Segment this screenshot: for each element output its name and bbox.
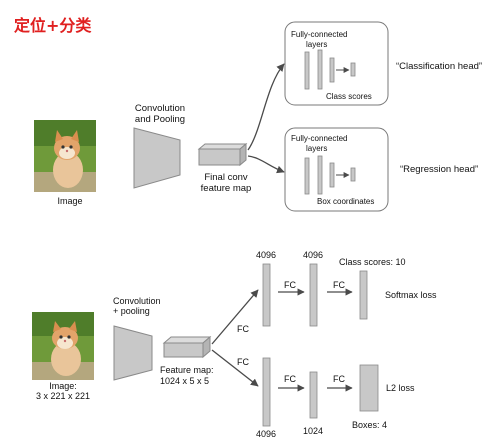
conv-trapezoid-bottom [113, 325, 153, 381]
fc-lower-layer-1 [262, 357, 271, 427]
upper-size-2: 4096 [302, 250, 324, 260]
class-box-header-1: Fully-connected [291, 30, 348, 39]
classification-head-box [284, 21, 389, 106]
feature-label-bottom-2: 1024 x 5 x 5 [160, 376, 210, 386]
feature-label-top-1: Final conv [204, 172, 248, 183]
fc-label-upper-2: FC [333, 280, 345, 290]
reg-box-header-1: Fully-connected [291, 134, 348, 143]
l2-loss-label: L2 loss [386, 383, 415, 393]
class-fc-layers [304, 49, 356, 90]
fc-label-lower-branch: FC [237, 357, 249, 367]
fc-upper-layer-2 [309, 263, 318, 327]
feature-map-block-bottom [162, 335, 212, 359]
feature-label-top-2: feature map [200, 183, 252, 194]
reg-box-header-2: layers [306, 144, 328, 153]
boxes-label: Boxes: 4 [352, 420, 388, 430]
conv-label-bottom-1: Convolution [113, 296, 161, 306]
feature-label-bottom-1: Feature map: [160, 365, 214, 375]
arrow-fc-upper [211, 289, 259, 345]
fc-upper-layer-1 [262, 263, 271, 327]
arrow-to-class-head [247, 63, 285, 151]
conv-label-top-2: and Pooling [134, 114, 186, 125]
regression-head-box [284, 127, 389, 212]
fc-lower-boxes [359, 364, 379, 412]
reg-fc-layers [304, 155, 356, 195]
feature-map-block-top [197, 142, 248, 167]
arrow-to-reg-head [247, 155, 285, 174]
fc-lower-layer-2 [309, 371, 318, 419]
fc-label-lower-2: FC [333, 374, 345, 384]
reg-box-footer: Box coordinates [317, 197, 375, 206]
image-label-top: Image [57, 196, 83, 206]
class-scores-label: Class scores: 10 [339, 257, 406, 267]
class-box-header-2: layers [306, 40, 328, 49]
fc-upper-scores [359, 270, 368, 320]
fc-label-upper-branch: FC [237, 324, 249, 334]
cat-image-bottom [32, 312, 94, 380]
conv-trapezoid-top [133, 127, 181, 189]
image-label-bottom-2: 3 x 221 x 221 [35, 391, 91, 401]
fc-label-upper-1: FC [284, 280, 296, 290]
class-box-footer: Class scores [326, 92, 372, 101]
page-title: 定位+分类 [14, 16, 92, 35]
conv-label-top-1: Convolution [134, 103, 186, 114]
softmax-loss-label: Softmax loss [385, 290, 437, 300]
classification-head-label: “Classification head” [396, 61, 483, 72]
upper-size-1: 4096 [255, 250, 277, 260]
regression-head-label: “Regression head” [400, 164, 479, 175]
lower-size-2: 1024 [302, 426, 324, 436]
conv-label-bottom-2: + pooling [113, 306, 150, 316]
cat-image-top [34, 120, 96, 192]
arrow-fc-lower [211, 349, 259, 387]
image-label-bottom-1: Image: [49, 381, 77, 391]
lower-size-1: 4096 [255, 429, 277, 439]
fc-label-lower-1: FC [284, 374, 296, 384]
